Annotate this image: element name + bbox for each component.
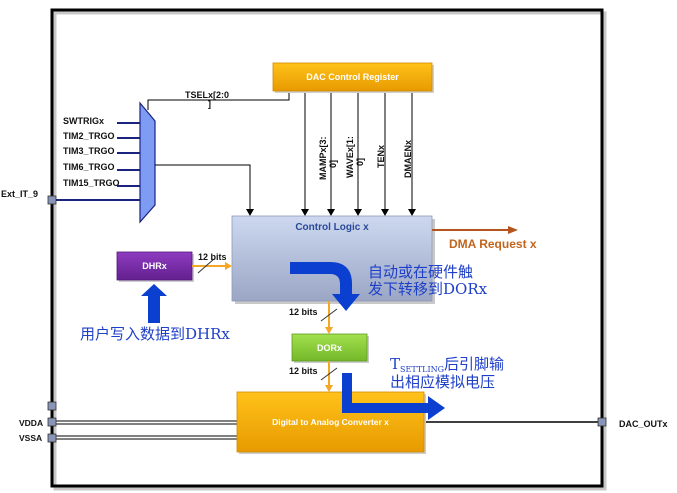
pin-label-ext-it: Ext_IT_9 [1,189,39,199]
pin-vssa [47,433,57,443]
register-field-lines [304,91,413,209]
register-field-arrowheads [301,209,416,216]
dma-request-arrowhead [508,226,518,234]
settling-rest: 后引脚输 [444,355,505,373]
dhr-bus-slash [197,258,215,274]
transfer-annotation-line1: 自动或在硬件触 [368,263,474,281]
dac-in-bus-arrowhead [325,385,333,392]
pin-label-vdda: VDDA [19,418,44,428]
converter-label: Digital to Analog Converter x [272,417,389,427]
trigger-input-label: TIM6_TRGO [63,162,115,172]
trigger-input-label: TIM15_TRGO [63,178,120,188]
pins [47,195,607,443]
pin-label-dac-out: DAC_OUTx [619,419,668,429]
settling-l-arrow [342,373,445,420]
transfer-curve-arrow [290,262,360,311]
pin-dac-out [597,417,607,427]
register-field-line2: 0] [328,159,338,168]
trigger-input-label: SWTRIGx [63,116,105,126]
outer-frame-shadow [53,11,607,491]
pin-vdda [47,417,57,427]
trigger-input-lines [56,122,140,201]
register-field-dmaen: DMAENx [403,140,413,178]
bus-width-label: 12 bits [198,252,227,262]
dhr-label: DHRx [142,261,167,271]
settling-annotation-line2: 出相应模拟电压 [390,373,496,391]
tsel-label: TSELx[2:0 [185,90,230,100]
pin-label-vssa: VSSA [19,433,43,443]
bus-width-label: 12 bits [289,366,318,376]
bus-width-label: 12 bits [289,307,318,317]
user-write-arrow [141,284,167,323]
trigger-input-label: TIM2_TRGO [63,131,115,141]
register-field-line2: 0] [355,157,365,166]
register-field-ten: TENx [376,145,386,168]
dor-in-bus-arrowhead [325,327,333,334]
control-logic-label: Control Logic x [295,221,369,233]
register-field-mamp: MAMPx[3: 0] [318,136,338,180]
settling-subscript: SETTLING [400,365,445,374]
settling-annotation-line1: TSETTLING后引脚输 [390,356,504,378]
register-field-line1: MAMPx[3: [318,136,328,180]
mux-output-arrowhead [246,209,254,216]
power-lines [56,420,237,440]
trigger-mux [139,101,156,224]
dor-box [291,333,368,362]
dac-control-register-label: DAC Control Register [306,72,399,82]
converter-box [236,391,425,453]
dac-control-register-box [272,62,433,92]
mux-output-line [155,164,251,209]
dma-request-label: DMA Request x [449,237,537,251]
control-logic-box [231,215,433,302]
user-write-annotation: 用户写入数据到DHRx [80,325,230,343]
settling-t: T [390,355,401,373]
trigger-input-label: TIM3_TRGO [63,146,115,156]
register-field-line1: DMAENx [403,139,413,178]
transfer-annotation-line2: 发下转移到DORx [368,280,488,298]
dor-in-bus-slash [320,308,338,322]
dor-label: DORx [316,342,342,353]
tsel-line [147,91,290,110]
outer-frame [50,8,604,488]
register-field-line1: WAVEx[1: [345,136,355,178]
pin-ext-it [47,195,57,205]
dhr-bus-arrowhead [225,262,232,270]
pin-unnamed [47,401,57,411]
register-field-wave: WAVEx[1: 0] [345,136,365,178]
dac-in-bus-slash [320,367,338,381]
register-field-line1: TENx [376,144,386,168]
tsel-label-bracket: ] [208,99,211,109]
